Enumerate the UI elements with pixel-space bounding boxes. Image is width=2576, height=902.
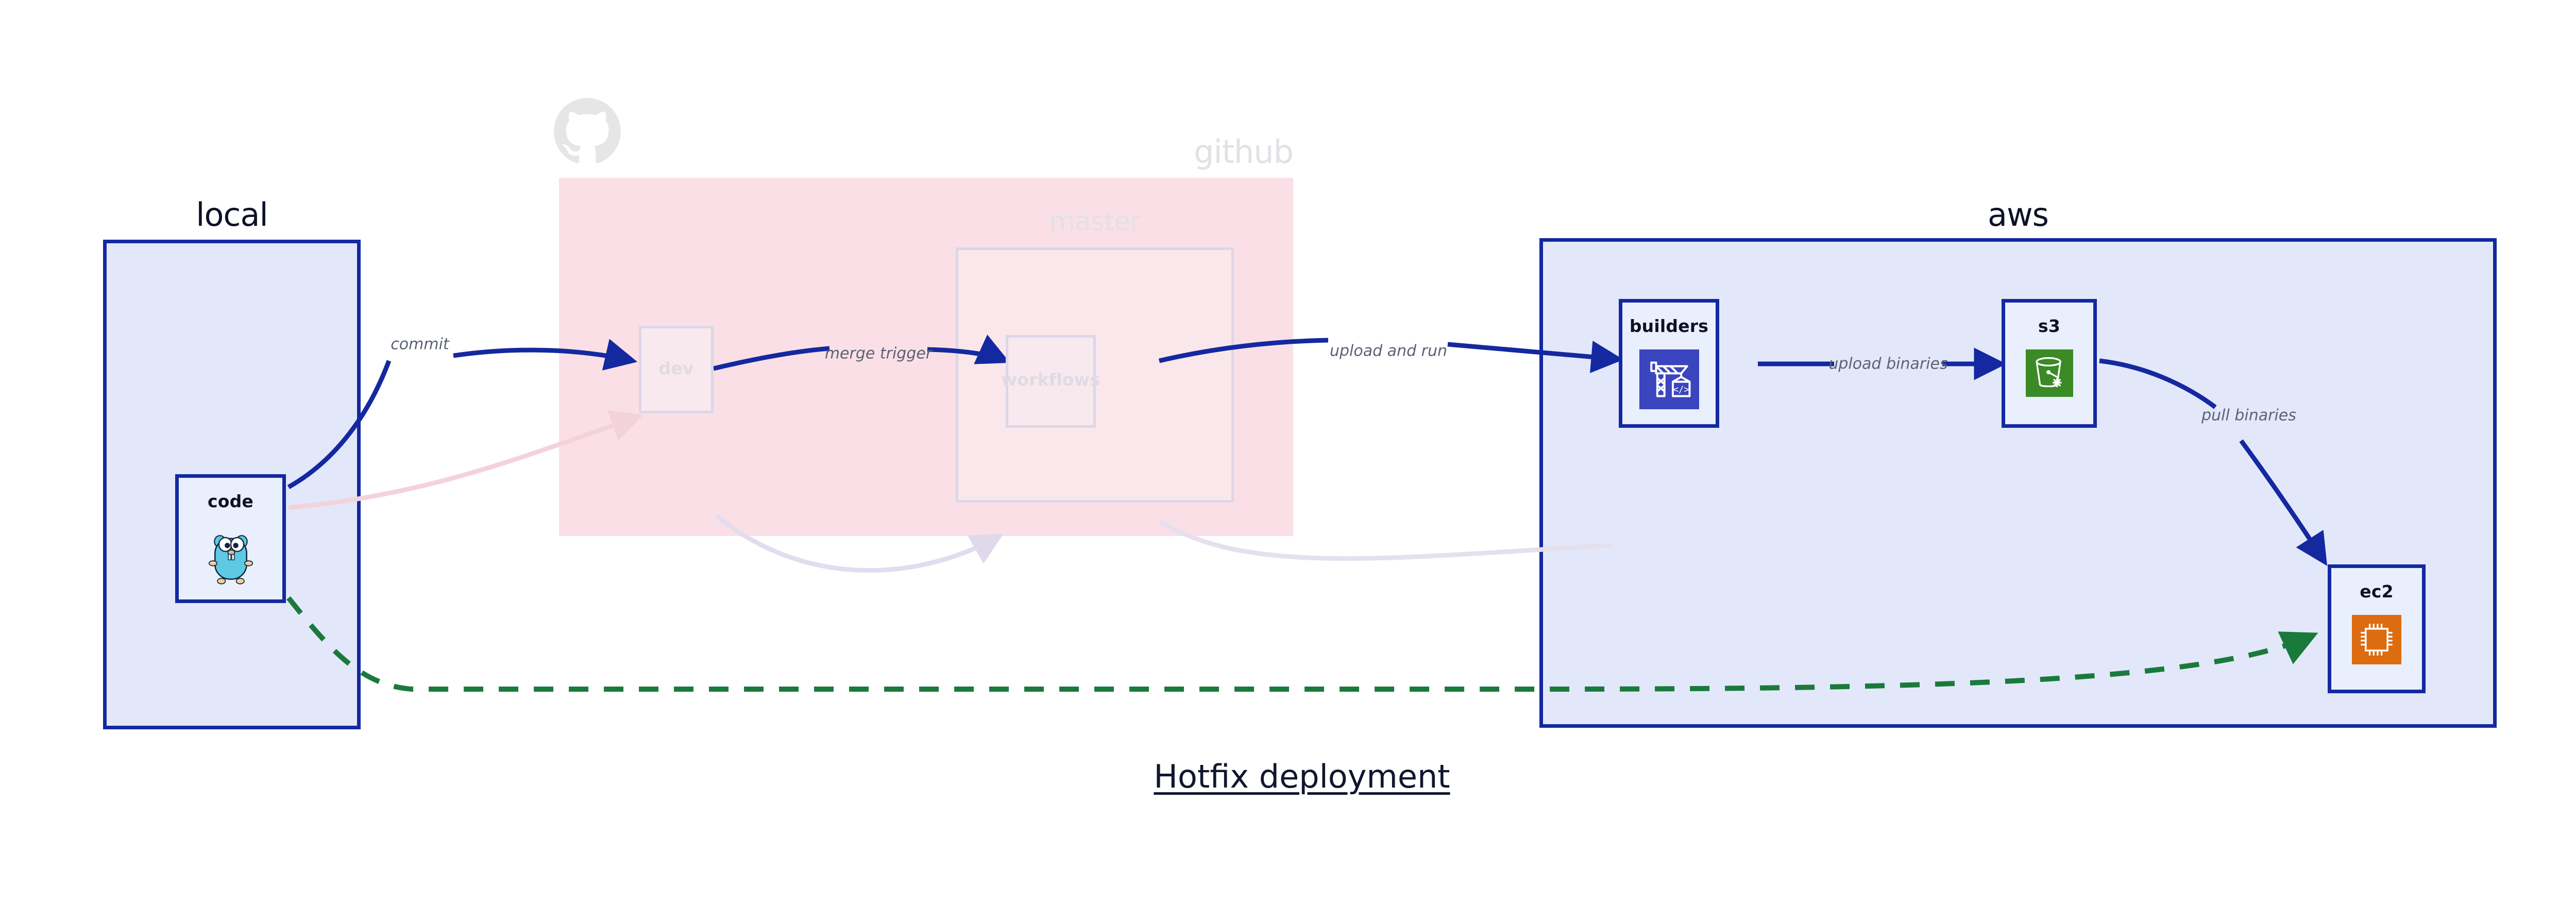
node-code[interactable]: code xyxy=(175,474,286,603)
edge-pull-binaries-a xyxy=(2099,358,2217,409)
edge-label-upload-and-run: upload and run xyxy=(1329,342,1448,360)
edge-code-dev-faded xyxy=(288,410,643,510)
subgroup-label-master: master xyxy=(1049,206,1141,237)
edge-commit-b xyxy=(453,339,638,371)
node-dev-label: dev xyxy=(658,358,694,378)
node-builders-label: builders xyxy=(1629,316,1709,336)
node-ec2[interactable]: ec2 xyxy=(2328,564,2426,693)
edge-dev-workflows-faded xyxy=(715,513,1004,573)
edge-merge-trigger-b xyxy=(927,335,1010,364)
edge-label-commit: commit xyxy=(391,335,449,354)
node-s3-label: s3 xyxy=(2038,316,2060,336)
edge-merge-trigger-a xyxy=(713,346,830,371)
node-builders[interactable]: builders </> xyxy=(1619,299,1719,428)
page-title: Hotfix deployment xyxy=(1154,758,1450,795)
node-code-label: code xyxy=(207,491,254,511)
svg-text:</>: </> xyxy=(1673,385,1689,395)
node-dev[interactable]: dev xyxy=(639,326,714,413)
group-label-local: local xyxy=(196,196,268,233)
group-label-github: github xyxy=(1194,133,1294,171)
edge-upload-and-run-b xyxy=(1447,341,1624,373)
aws-ec2-chip-icon xyxy=(2352,615,2401,666)
node-workflows[interactable]: workflows xyxy=(1002,335,1100,428)
edge-label-merge-trigger: merge trigger xyxy=(824,344,933,363)
node-workflows-label: workflows xyxy=(1001,370,1100,390)
go-gopher-icon xyxy=(206,525,256,589)
github-octocat-icon xyxy=(554,98,621,165)
group-label-aws: aws xyxy=(1987,196,2049,233)
edge-upload-and-run-a xyxy=(1158,338,1329,363)
edge-label-pull-binaries: pull binaries xyxy=(2201,406,2296,425)
aws-s3-bucket-icon xyxy=(2025,349,2073,399)
edge-pull-binaries-b xyxy=(2239,439,2328,566)
aws-codebuild-crane-icon: </> xyxy=(1639,349,1699,411)
edge-label-upload-binaries: upload binaries xyxy=(1828,355,1948,373)
edge-commit-a xyxy=(287,360,392,489)
node-ec2-label: ec2 xyxy=(2360,581,2394,602)
edge-workflows-builders-faded xyxy=(1158,519,1613,561)
node-s3[interactable]: s3 xyxy=(2002,299,2097,428)
edge-direct-deploy-dashed xyxy=(286,596,2318,692)
